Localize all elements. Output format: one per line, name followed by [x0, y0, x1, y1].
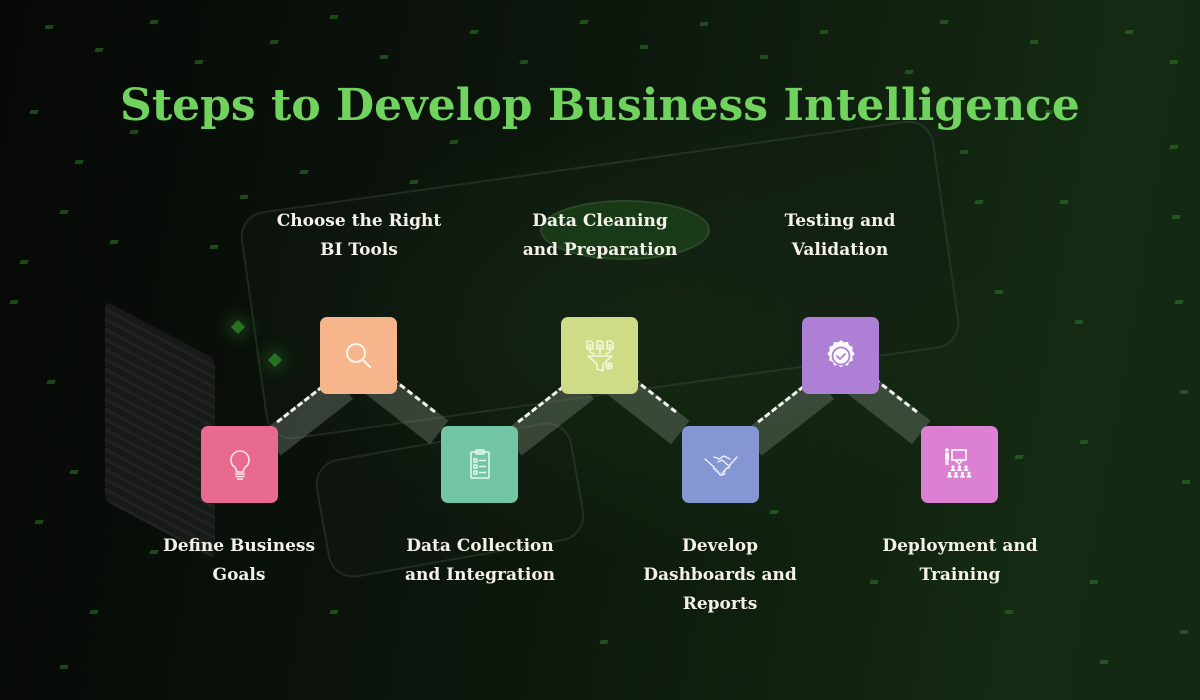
step-3-label: Data Collection and Integration	[380, 532, 580, 590]
label-line: Data Cleaning	[532, 211, 668, 231]
bg-pixel	[759, 55, 769, 59]
bg-pixel	[699, 22, 709, 26]
bg-pixel	[1089, 580, 1099, 584]
bg-pixel	[194, 60, 204, 64]
bg-pixel	[329, 610, 339, 614]
search-icon	[345, 342, 371, 368]
label-line: Goals	[212, 565, 266, 585]
step-3-icon-box	[441, 426, 518, 503]
bg-pixel	[1169, 145, 1179, 149]
step-7-label: Deployment and Training	[860, 532, 1060, 590]
dashed-line	[632, 377, 677, 414]
step-7-icon-box	[921, 426, 998, 503]
bg-pixel	[59, 210, 69, 214]
step-1-label: Define Business Goals	[139, 532, 339, 590]
bg-pixel	[1099, 660, 1109, 664]
glow-dot	[230, 319, 246, 335]
bg-pixel	[1124, 30, 1134, 34]
step-6-label: Testing and Validation	[740, 207, 940, 265]
bg-pixel	[1004, 610, 1014, 614]
bg-pixel	[109, 240, 119, 244]
label-line: BI Tools	[320, 240, 398, 260]
bg-pixel	[34, 520, 44, 524]
dashed-line	[276, 385, 324, 424]
page-title: Steps to Develop Business Intelligence	[120, 80, 1080, 131]
step-5-icon-box	[682, 426, 759, 503]
step-2-label: Choose the Right BI Tools	[259, 207, 459, 265]
bg-pixel	[579, 20, 589, 24]
bg-pixel	[469, 30, 479, 34]
label-line: Deployment and	[882, 536, 1038, 556]
step-6-icon-box	[802, 317, 879, 394]
bg-pixel	[939, 20, 949, 24]
bg-pixel	[769, 510, 779, 514]
bg-pixel	[904, 70, 914, 74]
bg-pixel	[89, 610, 99, 614]
step-2-icon-box	[320, 317, 397, 394]
bg-pixel	[269, 40, 279, 44]
bg-pixel	[639, 45, 649, 49]
bg-pixel	[519, 60, 529, 64]
dashed-line	[517, 385, 565, 424]
bg-pixel	[94, 48, 104, 52]
verified-badge-icon	[826, 339, 855, 367]
bg-pixel	[1174, 300, 1184, 304]
dashed-line	[391, 377, 436, 414]
bg-pixel	[819, 30, 829, 34]
label-line: Testing and	[784, 211, 896, 231]
bg-pixel	[1179, 390, 1189, 394]
bg-pixel	[19, 260, 29, 264]
handshake-icon	[703, 454, 738, 476]
presentation-training-icon	[944, 447, 971, 477]
label-line: Dashboards and	[643, 565, 797, 585]
label-line: Reports	[682, 594, 758, 614]
bg-pixel	[299, 170, 309, 174]
bg-pixel	[44, 25, 54, 29]
bg-pixel	[1074, 320, 1084, 324]
bg-pixel	[599, 640, 609, 644]
bg-pixel	[149, 20, 159, 24]
data-funnel-icon	[585, 339, 614, 372]
bg-pixel	[1181, 480, 1191, 484]
bg-pixel	[994, 290, 1004, 294]
bg-pixel	[959, 150, 969, 154]
step-4-label: Data Cleaning and Preparation	[500, 207, 700, 265]
bg-pixel	[974, 200, 984, 204]
label-line: Develop	[682, 536, 758, 556]
label-line: Validation	[791, 240, 889, 260]
dashed-line	[757, 385, 805, 424]
label-line: Data Collection	[406, 536, 554, 556]
step-4-icon-box	[561, 317, 638, 394]
bg-pixel	[1029, 40, 1039, 44]
label-line: Define Business	[162, 536, 316, 556]
bg-pixel	[1171, 215, 1181, 219]
bg-pixel	[1014, 455, 1024, 459]
bg-pixel	[1169, 60, 1179, 64]
lightbulb-icon	[229, 449, 250, 480]
clipboard-checklist-icon	[469, 448, 490, 479]
bg-pixel	[449, 140, 459, 144]
dashed-line	[873, 377, 918, 414]
bg-pixel	[239, 195, 249, 199]
bg-pixel	[209, 245, 219, 249]
label-line: and Preparation	[522, 240, 678, 260]
bg-pixel	[1059, 200, 1069, 204]
bg-pixel	[59, 665, 69, 669]
bg-pixel	[9, 300, 19, 304]
bg-pixel	[1179, 630, 1189, 634]
background-heatsink	[105, 300, 215, 560]
bg-pixel	[409, 180, 419, 184]
step-5-label: Develop Dashboards and Reports	[620, 532, 820, 619]
step-1-icon-box	[201, 426, 278, 503]
bg-pixel	[329, 15, 339, 19]
bg-pixel	[69, 470, 79, 474]
bg-pixel	[379, 55, 389, 59]
bg-pixel	[1079, 440, 1089, 444]
bg-pixel	[46, 380, 56, 384]
label-line: and Integration	[404, 565, 556, 585]
label-line: Choose the Right	[276, 211, 442, 231]
label-line: Training	[919, 565, 1001, 585]
glow-dot	[267, 352, 283, 368]
bg-pixel	[74, 160, 84, 164]
